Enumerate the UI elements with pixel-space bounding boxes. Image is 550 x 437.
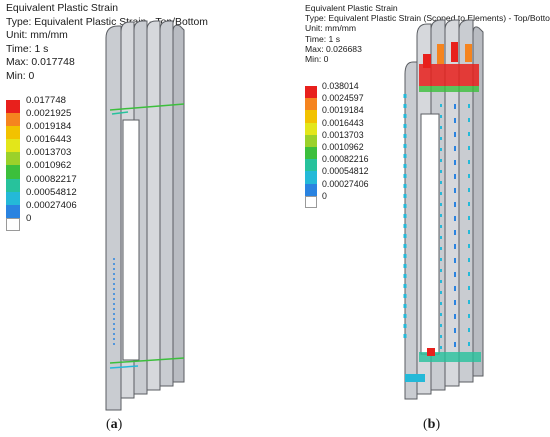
radiator-tubes bbox=[105, 20, 185, 411]
legend-label: 0.00054812 bbox=[322, 166, 369, 177]
legend-label: 0.017748 bbox=[26, 95, 67, 106]
legend-label: 0.00027406 bbox=[26, 199, 77, 211]
legend-swatch bbox=[305, 110, 317, 123]
legend-label: 0.00054812 bbox=[26, 186, 77, 198]
legend-swatch bbox=[6, 204, 20, 218]
legend-swatch bbox=[6, 217, 20, 231]
result-time: Time: 1 s bbox=[305, 33, 341, 44]
result-max: Max: 0.026683 bbox=[305, 43, 362, 54]
legend-swatch bbox=[6, 113, 20, 127]
result-title: Equivalent Plastic Strain bbox=[305, 3, 398, 13]
legend-label: 0.0016443 bbox=[322, 117, 364, 128]
strain-contours bbox=[403, 42, 481, 382]
legend-swatch bbox=[305, 195, 317, 208]
legend-swatch bbox=[6, 152, 20, 166]
result-header: Equivalent Plastic Strain Type: Equivale… bbox=[305, 3, 550, 64]
legend-label: 0.0013703 bbox=[322, 129, 364, 140]
legend-label: 0.0010962 bbox=[322, 141, 364, 152]
legend-label: 0.0024597 bbox=[322, 93, 364, 104]
legend-swatch bbox=[305, 146, 317, 160]
result-type: Type: Equivalent Plastic Strain - Top/Bo… bbox=[6, 16, 208, 28]
legend-label: 0 bbox=[26, 212, 32, 224]
legend-label: 0.00082217 bbox=[26, 173, 77, 185]
window-opening bbox=[420, 113, 440, 355]
legend-swatch bbox=[305, 134, 317, 147]
legend-label: 0 bbox=[322, 190, 327, 201]
legend-swatch bbox=[305, 86, 317, 99]
legend-label: 0.0019184 bbox=[322, 105, 364, 116]
legend-swatch bbox=[305, 159, 317, 172]
result-unit: Unit: mm/mm bbox=[305, 23, 357, 34]
panel-b: Equivalent Plastic Strain Type: Equivale… bbox=[275, 0, 550, 437]
legend-label: 0.038014 bbox=[322, 81, 359, 91]
radiator-model-view bbox=[403, 19, 484, 400]
result-header: Equivalent Plastic Strain Type: Equivale… bbox=[6, 2, 208, 84]
figure-caption: (a) bbox=[106, 417, 123, 432]
result-min: Min: 0 bbox=[6, 70, 35, 82]
legend-swatch bbox=[6, 165, 20, 179]
result-max: Max: 0.017748 bbox=[6, 57, 75, 69]
result-time: Time: 1 s bbox=[6, 43, 49, 55]
legend-label: 0.0016443 bbox=[26, 134, 72, 146]
legend-label: 0.0019184 bbox=[26, 121, 72, 133]
legend-swatch bbox=[305, 171, 317, 184]
strain-marks bbox=[109, 103, 185, 369]
legend-swatch bbox=[305, 122, 317, 135]
legend-swatch bbox=[6, 100, 20, 114]
window-opening bbox=[122, 119, 140, 361]
result-title: Equivalent Plastic Strain bbox=[6, 3, 119, 14]
figure-caption: (b) bbox=[423, 417, 441, 432]
legend-swatch bbox=[6, 126, 20, 140]
result-type: Type: Equivalent Plastic Strain (Scoped … bbox=[305, 13, 550, 24]
legend-swatch bbox=[6, 178, 20, 192]
result-min: Min: 0 bbox=[305, 54, 329, 65]
legend-swatch bbox=[305, 183, 317, 196]
legend-label: 0.0010962 bbox=[26, 160, 72, 172]
legend-swatch bbox=[6, 191, 20, 205]
result-unit: Unit: mm/mm bbox=[6, 30, 68, 42]
legend-swatch bbox=[6, 139, 20, 153]
panel-a: Equivalent Plastic Strain Type: Equivale… bbox=[6, 2, 208, 432]
legend-label: 0.0021925 bbox=[26, 108, 72, 120]
legend-label: 0.00027406 bbox=[322, 178, 369, 189]
legend-label: 0.0013703 bbox=[26, 147, 72, 159]
radiator-model-view bbox=[105, 20, 185, 411]
legend-swatch bbox=[305, 98, 317, 111]
legend-label: 0.00082216 bbox=[322, 154, 369, 165]
